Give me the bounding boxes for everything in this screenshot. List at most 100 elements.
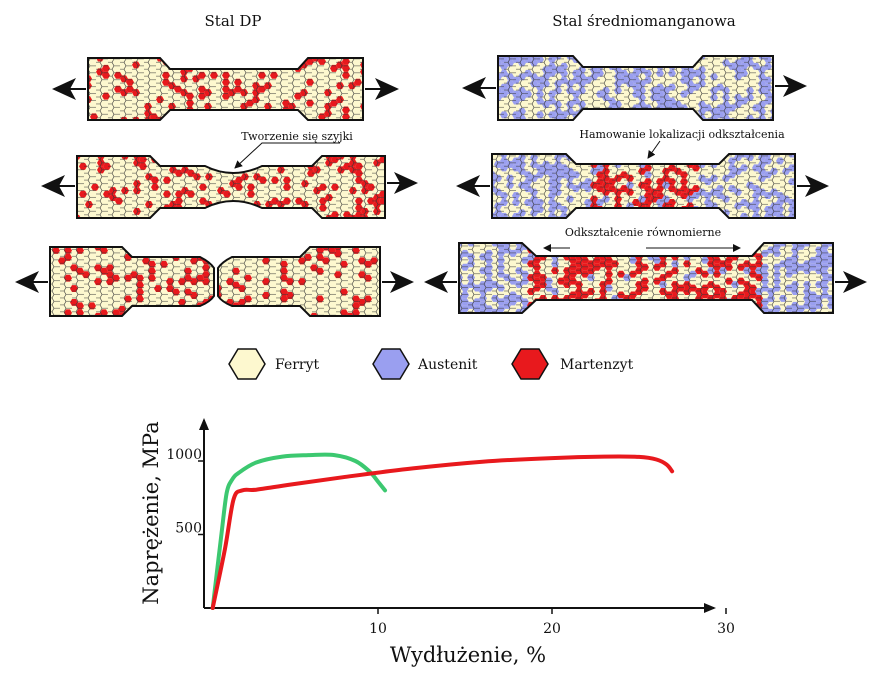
grain xyxy=(491,316,499,323)
arrow-right-icon xyxy=(387,172,418,194)
grain xyxy=(246,58,254,65)
grain xyxy=(160,316,168,323)
grain xyxy=(252,61,260,69)
grain xyxy=(647,308,655,313)
grain xyxy=(611,308,619,313)
grain xyxy=(220,316,228,323)
grain xyxy=(186,120,194,127)
grain xyxy=(184,309,192,316)
grain xyxy=(148,247,156,254)
grain xyxy=(175,211,183,218)
grain xyxy=(617,305,625,313)
arrow-left-icon xyxy=(41,175,75,197)
grain xyxy=(698,209,706,217)
grain xyxy=(539,308,547,313)
grain xyxy=(749,305,757,313)
grain xyxy=(581,243,589,250)
grain xyxy=(674,56,682,60)
grain xyxy=(599,243,607,247)
grain xyxy=(385,159,393,166)
dp-specimen-fractured-right xyxy=(217,246,390,323)
mn-specimen-localization-inhibited xyxy=(488,153,796,227)
grain xyxy=(833,257,841,264)
legend-item-ferrite: Ferryt xyxy=(228,348,320,380)
grain xyxy=(217,159,225,167)
grain xyxy=(668,111,676,119)
grain xyxy=(295,211,303,218)
grain xyxy=(596,118,604,120)
grain xyxy=(605,305,613,313)
arrow-right-icon xyxy=(365,78,399,100)
grain xyxy=(288,116,296,120)
grain xyxy=(659,316,667,323)
grain xyxy=(208,302,214,310)
dp-specimen-necking xyxy=(76,155,393,225)
grain xyxy=(695,308,703,313)
grain xyxy=(833,305,841,312)
grain xyxy=(136,247,144,254)
legend: Ferryt Austenit Martenzyt xyxy=(228,348,634,380)
grain xyxy=(163,156,171,163)
grain xyxy=(196,247,204,254)
grain xyxy=(91,218,99,225)
grain xyxy=(653,305,661,313)
grain xyxy=(737,243,745,250)
grain xyxy=(575,301,583,309)
legend-item-austenite: Austenit xyxy=(372,348,478,380)
grain xyxy=(593,312,601,313)
grain xyxy=(488,220,496,227)
grain xyxy=(208,316,216,323)
grain xyxy=(186,113,194,120)
grain xyxy=(234,113,242,120)
grain xyxy=(180,116,188,120)
grain xyxy=(647,243,655,247)
grain xyxy=(626,59,634,67)
grain xyxy=(677,305,685,313)
grain xyxy=(707,301,715,309)
grain xyxy=(584,56,592,63)
grain xyxy=(626,154,634,161)
grain xyxy=(382,257,390,264)
x-tick-label: 20 xyxy=(543,621,561,637)
grain xyxy=(581,312,589,313)
mn-specimen-uniform-deformation xyxy=(458,242,841,323)
grain xyxy=(367,218,375,225)
grain xyxy=(698,154,706,161)
grain xyxy=(584,111,592,119)
grain xyxy=(205,156,213,160)
arrow-right-icon xyxy=(382,271,414,293)
grain xyxy=(240,61,248,69)
arrow-right-icon xyxy=(775,75,807,97)
grain xyxy=(608,154,616,158)
grain xyxy=(827,316,835,323)
grain xyxy=(256,316,264,323)
grain xyxy=(530,122,538,129)
grain xyxy=(572,212,580,218)
grain xyxy=(731,246,739,254)
grain xyxy=(731,316,739,323)
grain xyxy=(214,313,222,320)
grain xyxy=(174,113,182,120)
grain xyxy=(575,316,583,323)
grain xyxy=(563,243,571,247)
grain xyxy=(578,56,586,60)
grain xyxy=(551,243,559,247)
grain xyxy=(644,212,652,218)
grain xyxy=(815,316,823,323)
grain xyxy=(623,316,631,323)
x-axis-label: Wydłużenie, % xyxy=(390,643,546,667)
grain xyxy=(707,316,715,323)
grain xyxy=(611,316,619,323)
grain xyxy=(635,243,643,247)
grain xyxy=(605,243,613,250)
grain xyxy=(276,116,284,120)
annotation-necking: Tworzenie się szyjki xyxy=(241,130,353,143)
grain xyxy=(692,118,700,120)
arrow-right-icon xyxy=(797,175,829,197)
grain xyxy=(180,61,188,69)
grain xyxy=(749,243,757,250)
grain xyxy=(665,305,673,313)
grain xyxy=(204,116,212,120)
grain xyxy=(683,246,691,254)
